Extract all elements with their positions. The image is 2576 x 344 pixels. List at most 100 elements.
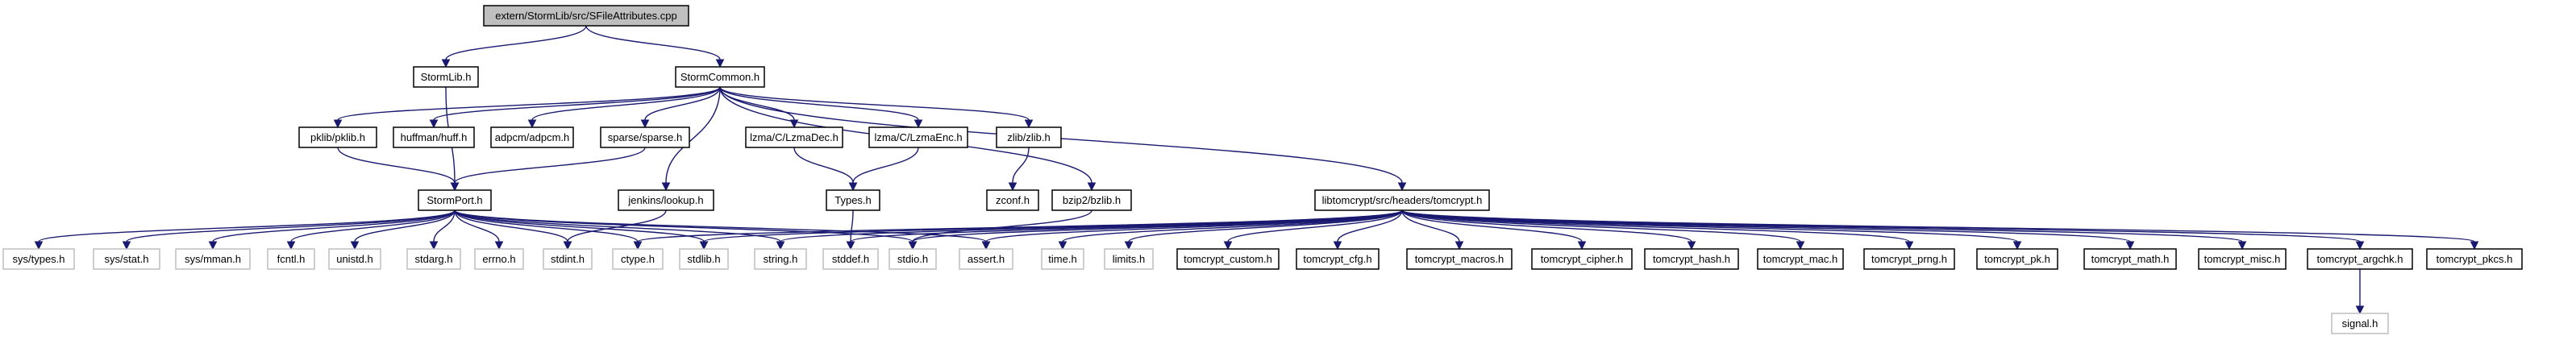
node-tc_prng[interactable]: tomcrypt_prng.h bbox=[1863, 248, 1955, 270]
node-label: ctype.h bbox=[621, 253, 655, 265]
edge-zlib-to-zconf bbox=[1008, 147, 1030, 192]
node-stormlib[interactable]: StormLib.h bbox=[413, 66, 479, 88]
node-label: errno.h bbox=[482, 253, 515, 265]
node-label: stddef.h bbox=[832, 253, 869, 265]
edge-stormport-to-stdint bbox=[454, 209, 572, 251]
edge-tomcrypt-to-tc_cipher bbox=[1401, 209, 1587, 251]
node-label: extern/StormLib/src/SFileAttributes.cpp bbox=[495, 10, 676, 22]
node-tc_macros[interactable]: tomcrypt_macros.h bbox=[1406, 248, 1513, 270]
node-assert[interactable]: assert.h bbox=[959, 248, 1013, 270]
node-label: sys/types.h bbox=[12, 253, 65, 265]
edge-root-to-stormcommon bbox=[585, 25, 725, 68]
node-label: limits.h bbox=[1113, 253, 1145, 265]
node-bzlib[interactable]: bzip2/bzlib.h bbox=[1051, 189, 1132, 211]
node-sysmman[interactable]: sys/mman.h bbox=[175, 248, 251, 270]
node-label: StormLib.h bbox=[421, 71, 472, 83]
node-tc_cipher[interactable]: tomcrypt_cipher.h bbox=[1531, 248, 1633, 270]
edge-stormport-to-sysmman bbox=[208, 209, 456, 251]
node-limits[interactable]: limits.h bbox=[1104, 248, 1154, 270]
node-tc_cfg[interactable]: tomcrypt_cfg.h bbox=[1296, 248, 1380, 270]
node-layer: extern/StormLib/src/SFileAttributes.cppS… bbox=[2, 5, 2523, 334]
node-stddef[interactable]: stddef.h bbox=[822, 248, 879, 270]
node-sysstat[interactable]: sys/stat.h bbox=[93, 248, 160, 270]
node-root[interactable]: extern/StormLib/src/SFileAttributes.cpp bbox=[483, 5, 689, 27]
node-errno[interactable]: errno.h bbox=[474, 248, 524, 270]
edge-stormcommon-to-adpcm bbox=[527, 86, 721, 129]
node-tomcrypt[interactable]: libtomcrypt/src/headers/tomcrypt.h bbox=[1314, 189, 1490, 211]
node-adpcm[interactable]: adpcm/adpcm.h bbox=[490, 126, 574, 148]
edge-sparse-to-stormport bbox=[450, 147, 646, 192]
node-label: bzip2/bzlib.h bbox=[1063, 194, 1121, 206]
node-huff[interactable]: huffman/huff.h bbox=[393, 126, 475, 148]
node-label: tomcrypt_math.h bbox=[2091, 253, 2170, 265]
edge-stormcommon-to-lzmaenc bbox=[719, 86, 923, 129]
node-string[interactable]: string.h bbox=[754, 248, 807, 270]
node-label: Types.h bbox=[834, 194, 872, 206]
node-label: stdlib.h bbox=[687, 253, 720, 265]
node-fcntl[interactable]: fcntl.h bbox=[267, 248, 315, 270]
edge-root-to-stormlib bbox=[441, 25, 587, 68]
node-lzmadec[interactable]: lzma/C/LzmaDec.h bbox=[745, 126, 843, 148]
node-tc_pkcs[interactable]: tomcrypt_pkcs.h bbox=[2426, 248, 2523, 270]
node-label: tomcrypt_prng.h bbox=[1871, 253, 1947, 265]
edge-tomcrypt-to-tc_mac bbox=[1401, 209, 1805, 251]
node-tc_custom[interactable]: tomcrypt_custom.h bbox=[1176, 248, 1280, 270]
node-label: libtomcrypt/src/headers/tomcrypt.h bbox=[1322, 194, 1483, 206]
node-ctype[interactable]: ctype.h bbox=[612, 248, 664, 270]
node-label: jenkins/lookup.h bbox=[627, 194, 703, 206]
node-lzmaenc[interactable]: lzma/C/LzmaEnc.h bbox=[868, 126, 968, 148]
node-label: StormCommon.h bbox=[680, 71, 759, 83]
edge-pklib-to-stormport bbox=[337, 147, 460, 192]
edge-tomcrypt-to-tc_macros bbox=[1401, 209, 1464, 251]
edge-tomcrypt-to-tc_cfg bbox=[1333, 209, 1403, 251]
node-zconf[interactable]: zconf.h bbox=[986, 189, 1039, 211]
node-label: zconf.h bbox=[996, 194, 1030, 206]
node-sparse[interactable]: sparse/sparse.h bbox=[600, 126, 690, 148]
node-label: adpcm/adpcm.h bbox=[495, 131, 570, 143]
edge-stormport-to-errno bbox=[454, 209, 504, 251]
node-stdlib[interactable]: stdlib.h bbox=[679, 248, 729, 270]
node-label: tomcrypt_custom.h bbox=[1184, 253, 1272, 265]
node-label: time.h bbox=[1048, 253, 1076, 265]
node-systypes[interactable]: sys/types.h bbox=[2, 248, 75, 270]
edge-stormcommon-to-huff bbox=[429, 86, 721, 129]
node-label: stdio.h bbox=[897, 253, 928, 265]
node-stdio[interactable]: stdio.h bbox=[888, 248, 937, 270]
edge-lzmadec-to-types bbox=[793, 147, 858, 192]
edge-stormcommon-to-pklib bbox=[333, 86, 721, 129]
node-stdarg[interactable]: stdarg.h bbox=[406, 248, 461, 270]
node-stormport[interactable]: StormPort.h bbox=[418, 189, 492, 211]
node-label: tomcrypt_cfg.h bbox=[1303, 253, 1371, 265]
node-label: sys/stat.h bbox=[105, 253, 149, 265]
node-stdint[interactable]: stdint.h bbox=[543, 248, 593, 270]
node-stormcommon[interactable]: StormCommon.h bbox=[675, 66, 765, 88]
edge-tomcrypt-to-time bbox=[1058, 209, 1403, 251]
node-label: assert.h bbox=[968, 253, 1005, 265]
node-tc_hash[interactable]: tomcrypt_hash.h bbox=[1644, 248, 1739, 270]
node-label: tomcrypt_argchk.h bbox=[2317, 253, 2403, 265]
node-tc_pk[interactable]: tomcrypt_pk.h bbox=[1976, 248, 2058, 270]
node-zlib[interactable]: zlib/zlib.h bbox=[996, 126, 1062, 148]
node-label: tomcrypt_pk.h bbox=[1984, 253, 2050, 265]
node-label: signal.h bbox=[2342, 317, 2378, 329]
node-label: tomcrypt_macros.h bbox=[1415, 253, 1504, 265]
edge-stormcommon-to-zlib bbox=[719, 86, 1034, 129]
edge-stormcommon-to-jenkins bbox=[661, 86, 721, 192]
node-unistd[interactable]: unistd.h bbox=[328, 248, 381, 270]
node-label: sys/mman.h bbox=[185, 253, 241, 265]
node-signal[interactable]: signal.h bbox=[2331, 313, 2389, 334]
node-label: lzma/C/LzmaEnc.h bbox=[874, 131, 962, 143]
node-tc_math[interactable]: tomcrypt_math.h bbox=[2083, 248, 2177, 270]
node-time[interactable]: time.h bbox=[1041, 248, 1084, 270]
node-label: unistd.h bbox=[336, 253, 373, 265]
node-tc_misc[interactable]: tomcrypt_misc.h bbox=[2198, 248, 2287, 270]
node-label: pklib/pklib.h bbox=[310, 131, 365, 143]
node-label: huffman/huff.h bbox=[401, 131, 468, 143]
node-tc_mac[interactable]: tomcrypt_mac.h bbox=[1757, 248, 1844, 270]
node-types[interactable]: Types.h bbox=[826, 189, 880, 211]
node-jenkins[interactable]: jenkins/lookup.h bbox=[618, 189, 714, 211]
edge-tomcrypt-to-limits bbox=[1124, 209, 1403, 251]
node-pklib[interactable]: pklib/pklib.h bbox=[298, 126, 377, 148]
node-tc_argchk[interactable]: tomcrypt_argchk.h bbox=[2307, 248, 2413, 270]
node-label: tomcrypt_hash.h bbox=[1653, 253, 1730, 265]
